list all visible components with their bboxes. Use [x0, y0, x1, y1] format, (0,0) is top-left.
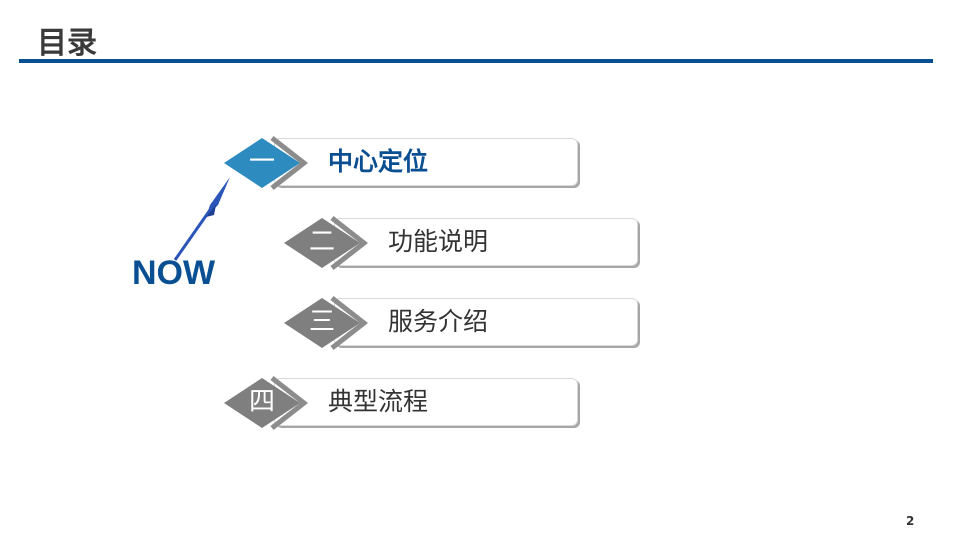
- diamond-icon: [284, 216, 369, 270]
- toc-item-4[interactable]: 四 典型流程: [224, 375, 644, 435]
- toc-item-2[interactable]: 二 功能说明: [284, 215, 704, 275]
- toc-item-box: [334, 218, 638, 266]
- title-underline: [19, 59, 933, 63]
- toc-number: 一: [248, 147, 275, 177]
- toc-label: 功能说明: [388, 227, 489, 256]
- toc-number: 四: [248, 387, 275, 417]
- toc-label: 服务介绍: [388, 307, 489, 336]
- now-label: NOW: [132, 254, 216, 292]
- toc-item-box: [274, 378, 578, 426]
- pointer-needle-icon: [173, 177, 230, 261]
- toc-item-box: [334, 298, 638, 346]
- toc-item-box: [274, 138, 578, 186]
- toc-item-1[interactable]: 一 中心定位: [224, 135, 644, 195]
- toc-number: 二: [308, 227, 335, 257]
- toc-item-3[interactable]: 三 服务介绍: [284, 295, 704, 355]
- toc-label: 典型流程: [328, 387, 429, 416]
- diamond-icon: [224, 136, 309, 190]
- diamond-icon: [284, 296, 369, 350]
- page-title: 目录: [37, 26, 97, 61]
- page-number: 2: [906, 514, 915, 528]
- toc-label: 中心定位: [328, 147, 429, 176]
- toc-number: 三: [308, 307, 335, 337]
- diamond-icon: [224, 376, 309, 430]
